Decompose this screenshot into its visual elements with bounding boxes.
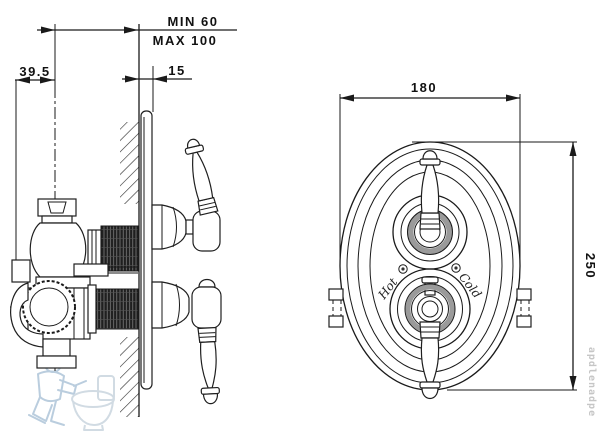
trim-plate-side [140, 110, 153, 390]
cold-screw-icon [451, 263, 461, 273]
dim-plate-width: 180 [339, 80, 521, 263]
dim-label-max: MAX 100 [153, 33, 218, 48]
upper-handle-side [151, 138, 221, 252]
left-fixing-lug [328, 288, 344, 328]
valve-body [10, 198, 139, 369]
side-view: MIN 60 MAX 100 39.5 15 [10, 14, 237, 417]
dim-label-plate-offset: 15 [168, 63, 185, 78]
upper-handle-front [392, 150, 468, 270]
dim-label-min: MIN 60 [168, 14, 219, 29]
dim-plate-height: 250 [412, 141, 598, 391]
hot-screw-icon [398, 264, 408, 274]
lower-handle-front [389, 268, 471, 400]
front-view: Hot Cold [328, 80, 598, 400]
dim-body-offset: 39.5 [15, 64, 55, 84]
plumber-watermark-icon [28, 346, 115, 431]
hot-label: Hot [375, 275, 401, 302]
dim-label-width: 180 [411, 80, 437, 95]
dim-label-offset: 39.5 [19, 64, 50, 79]
dim-plate-offset: 15 [122, 63, 192, 83]
dim-depth: MIN 60 MAX 100 [37, 14, 237, 48]
wall-hatching [120, 24, 140, 417]
right-fixing-lug [516, 288, 532, 328]
lower-handle-side [151, 278, 222, 405]
watermark-text: apdlenadpe [586, 347, 597, 417]
dim-label-height: 250 [583, 253, 598, 279]
